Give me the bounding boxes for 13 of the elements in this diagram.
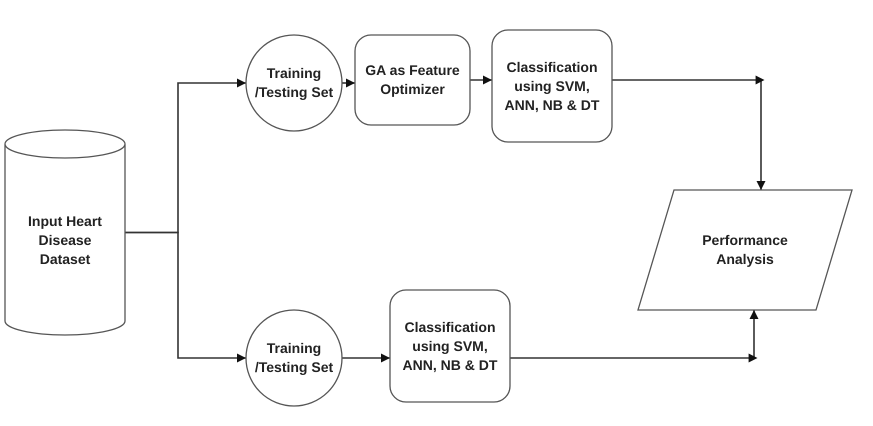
arrow: [510, 310, 758, 362]
arrow: [342, 78, 355, 88]
node-label: Input Heart Disease Dataset: [27, 212, 103, 269]
node-label: Classification using SVM, ANN, NB & DT: [402, 318, 498, 374]
node-label: Training /Testing Set: [254, 339, 334, 377]
node-label: GA as Feature Optimizer: [364, 61, 461, 99]
arrow: [470, 76, 492, 84]
node-label: Performance Analysis: [701, 231, 789, 269]
arrow: [612, 76, 766, 190]
arrow: [125, 232, 246, 362]
node-label: Training /Testing Set: [254, 64, 334, 102]
node-label: Classification using SVM, ANN, NB & DT: [504, 58, 600, 114]
arrow: [342, 354, 390, 362]
